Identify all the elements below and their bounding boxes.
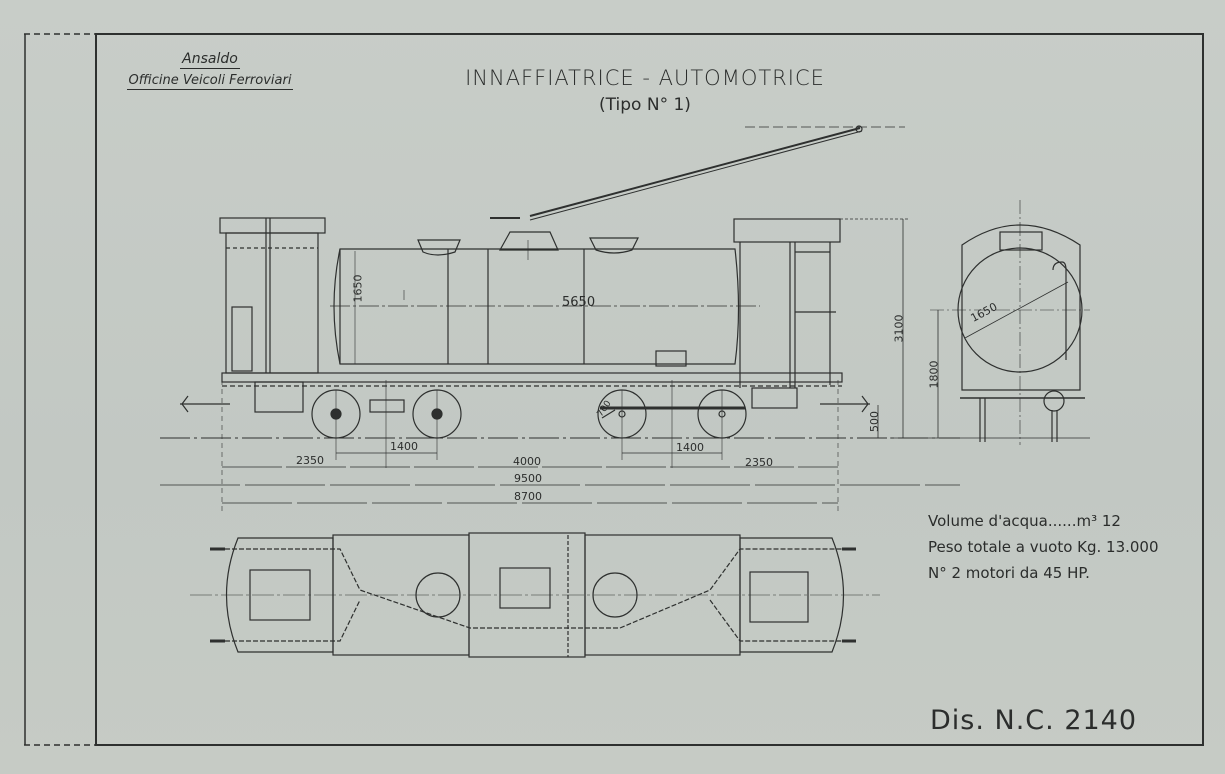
spec-motors: N° 2 motori da 45 HP. <box>928 564 1090 582</box>
center-lines <box>221 240 839 512</box>
dim-tank-axis-height: 1800 <box>927 360 941 389</box>
dim-length-over-buffers: 9500 <box>514 472 542 485</box>
bogie-left <box>311 389 462 439</box>
spec-empty-weight: Peso totale a vuoto Kg. 13.000 <box>928 538 1159 556</box>
dim-overall-height: 3100 <box>892 314 906 343</box>
dimension-lines <box>160 218 960 504</box>
side-elevation-view <box>160 125 960 512</box>
dim-tank-length: 5650 <box>562 295 596 310</box>
drawing-number: Dis. N.C. 2140 <box>930 705 1138 736</box>
underframe <box>180 372 870 413</box>
spec-water-volume: Volume d'acqua......m³ 12 <box>928 512 1121 530</box>
dim-overhang-left: 2350 <box>296 454 324 467</box>
dim-buffer-height: 500 <box>868 411 881 432</box>
right-cab <box>733 218 841 388</box>
manufacturer-block: Ansaldo Officine Veicoli Ferroviari <box>120 48 300 90</box>
dim-wheelbase-left: 1400 <box>390 440 418 453</box>
company-name: Ansaldo <box>180 51 240 69</box>
dim-bogie-centers: 4000 <box>513 455 541 468</box>
dim-overhang-right: 2350 <box>745 456 773 469</box>
division-name: Officine Veicoli Ferroviari <box>126 73 294 90</box>
end-elevation-view <box>890 200 1090 445</box>
specifications-block: Volume d'acqua......m³ 12 Peso totale a … <box>928 508 1159 586</box>
tank <box>330 237 760 367</box>
trolley-pole <box>490 125 905 251</box>
left-cab <box>219 217 326 374</box>
dim-tank-diameter-side: 1650 <box>351 274 365 303</box>
sheet-frame <box>24 33 1204 746</box>
dim-wheelbase-right: 1400 <box>676 441 704 454</box>
dim-length-over-body: 8700 <box>514 490 542 503</box>
drawing-title: INNAFFIATRICE - AUTOMOTRICE <box>465 66 825 90</box>
plan-view <box>190 532 880 658</box>
drawing-subtitle: (Tipo N° 1) <box>599 95 691 115</box>
